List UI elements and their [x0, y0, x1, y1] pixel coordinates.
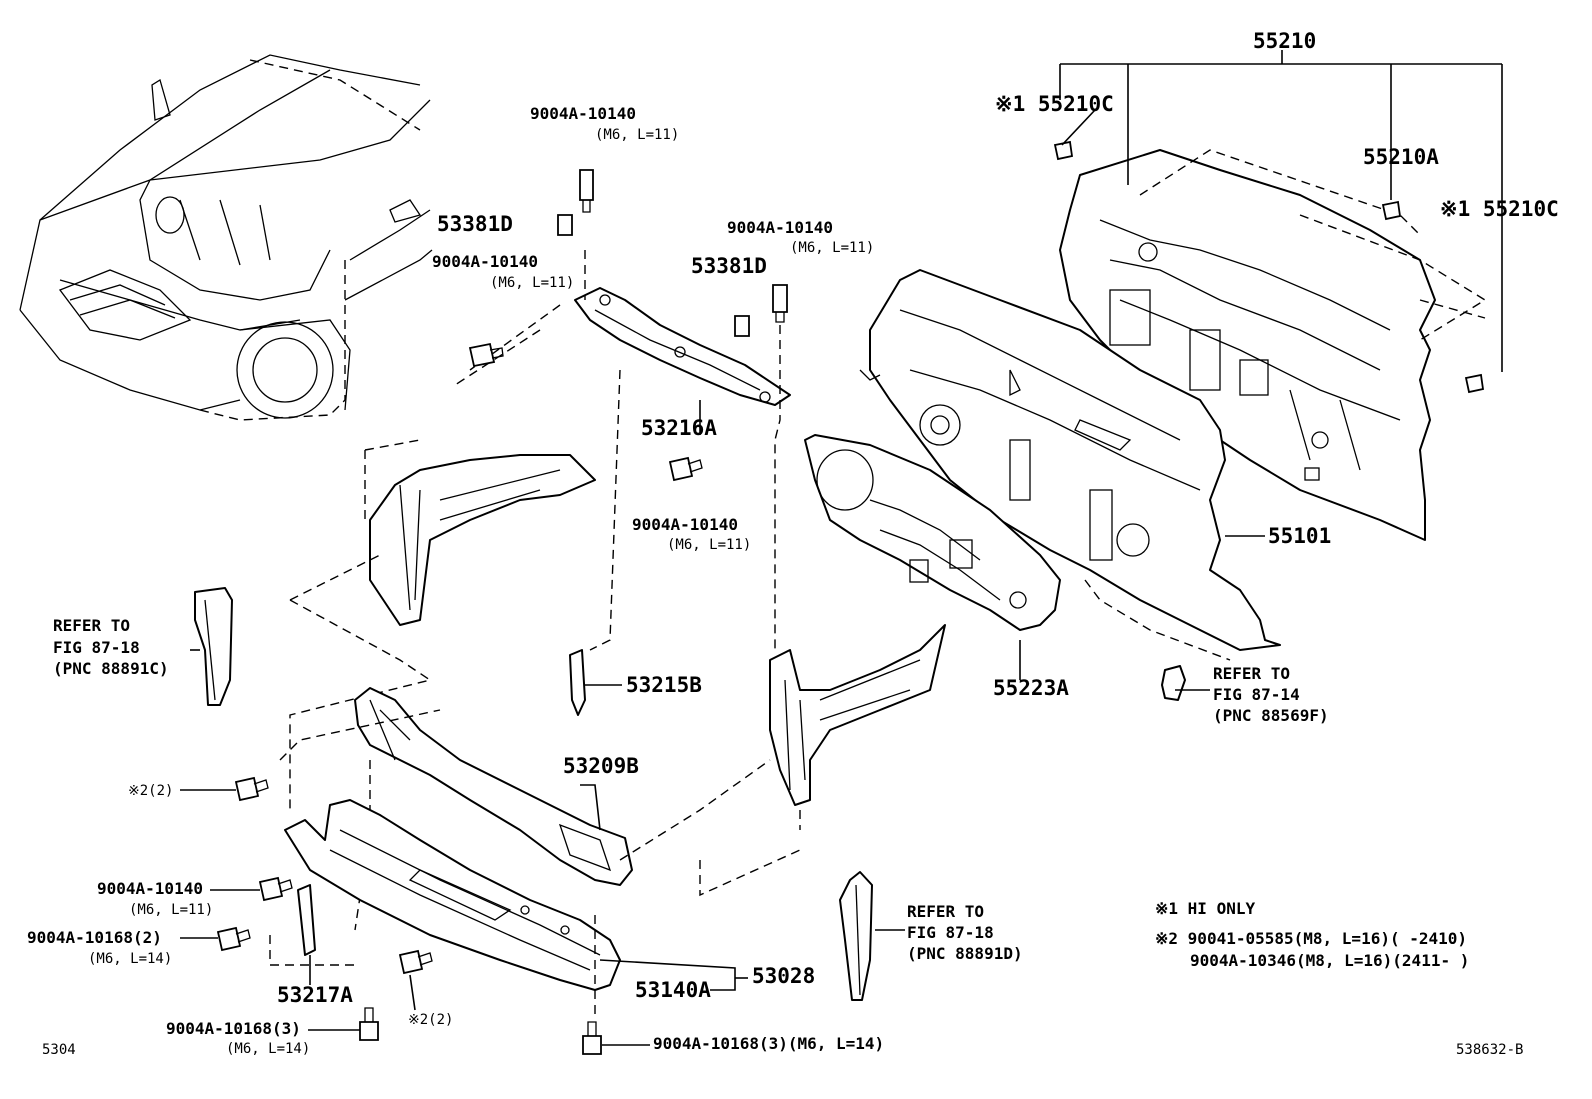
label-note1: ※1 HI ONLY	[1155, 899, 1255, 918]
dash-silencer-55223a	[804, 434, 1061, 631]
left-apron-frame	[289, 369, 621, 810]
support-53215b	[569, 649, 622, 716]
part-labels: 55210 ※1 55210C 55210A ※1 55210C 9004A-1…	[27, 29, 1559, 1058]
label-ref-bot-3: (PNC 88891D)	[907, 944, 1023, 963]
label-55210c-top: ※1 55210C	[995, 92, 1114, 116]
label-bolt-top-center: 9004A-10140	[530, 104, 636, 123]
label-53381d-right: 53381D	[691, 254, 767, 278]
label-53140a: 53140A	[635, 978, 711, 1002]
label-53216a: 53216A	[641, 416, 717, 440]
label-ref-left-2: FIG 87-18	[53, 638, 140, 657]
label-ref-right-2: FIG 87-14	[1213, 685, 1300, 704]
radiator-support-upper-53216a	[454, 250, 791, 650]
leader-lines	[180, 50, 1503, 1046]
label-code-right: 538632-B	[1456, 1042, 1523, 1058]
label-55210: 55210	[1253, 29, 1316, 53]
label-bolt-right-spec: (M6, L=11)	[790, 240, 874, 256]
ref-clip-88569f	[1161, 665, 1186, 701]
lower-crossmember-53140a	[269, 799, 801, 1020]
label-bolt-mid-spec: (M6, L=11)	[667, 537, 751, 553]
bolts-upper	[468, 169, 788, 482]
label-53381d-left: 53381D	[437, 212, 513, 236]
label-bolt-low3-spec: (M6, L=14)	[226, 1041, 310, 1057]
bracket-53217a	[297, 884, 316, 956]
label-note2-b: ※2(2)	[408, 1012, 453, 1028]
label-bolt-low2-spec: (M6, L=14)	[88, 951, 172, 967]
ref-bracket-right	[839, 871, 873, 1001]
label-bolt-left: 9004A-10140	[432, 252, 538, 271]
label-bolt-right: 9004A-10140	[727, 218, 833, 237]
label-bolt-left-spec: (M6, L=11)	[490, 275, 574, 291]
label-bolt-low1: 9004A-10140	[97, 879, 203, 898]
label-ref-right-3: (PNC 88569F)	[1213, 706, 1329, 725]
label-ref-bot-1: REFER TO	[907, 902, 984, 921]
label-53215b: 53215B	[626, 673, 702, 697]
label-ref-left-3: (PNC 88891C)	[53, 659, 169, 678]
label-55210c-right: ※1 55210C	[1440, 197, 1559, 221]
label-55210a: 55210A	[1363, 145, 1439, 169]
label-53217a: 53217A	[277, 983, 353, 1007]
dash-insulator-55210	[1059, 149, 1487, 541]
right-apron-frame	[769, 624, 946, 830]
label-bolt-low3: 9004A-10168(3)	[166, 1019, 301, 1038]
label-note2-a: ※2(2)	[128, 783, 173, 799]
label-bolt-mid: 9004A-10140	[632, 515, 738, 534]
label-note2-line2: 9004A-10346(M8, L=16)(2411- )	[1190, 951, 1469, 970]
label-code-left: 5304	[42, 1042, 76, 1058]
label-ref-left-1: REFER TO	[53, 616, 130, 635]
label-bolt-top-center-spec: (M6, L=11)	[595, 127, 679, 143]
label-55223a: 55223A	[993, 676, 1069, 700]
label-55101: 55101	[1268, 524, 1331, 548]
ref-bracket-left	[194, 587, 233, 706]
label-bolt-low2: 9004A-10168(2)	[27, 928, 162, 947]
label-bolt-bottom: 9004A-10168(3)(M6, L=14)	[653, 1034, 884, 1053]
bolts-lower	[216, 140, 1485, 1055]
label-ref-bot-2: FIG 87-18	[907, 923, 994, 942]
label-53028: 53028	[752, 964, 815, 988]
vehicle-overview	[19, 54, 433, 421]
label-note2-line1: ※2 90041-05585(M8, L=16)( -2410)	[1155, 929, 1467, 948]
label-bolt-low1-spec: (M6, L=11)	[129, 902, 213, 918]
label-ref-right-1: REFER TO	[1213, 664, 1290, 683]
label-53209b: 53209B	[563, 754, 639, 778]
